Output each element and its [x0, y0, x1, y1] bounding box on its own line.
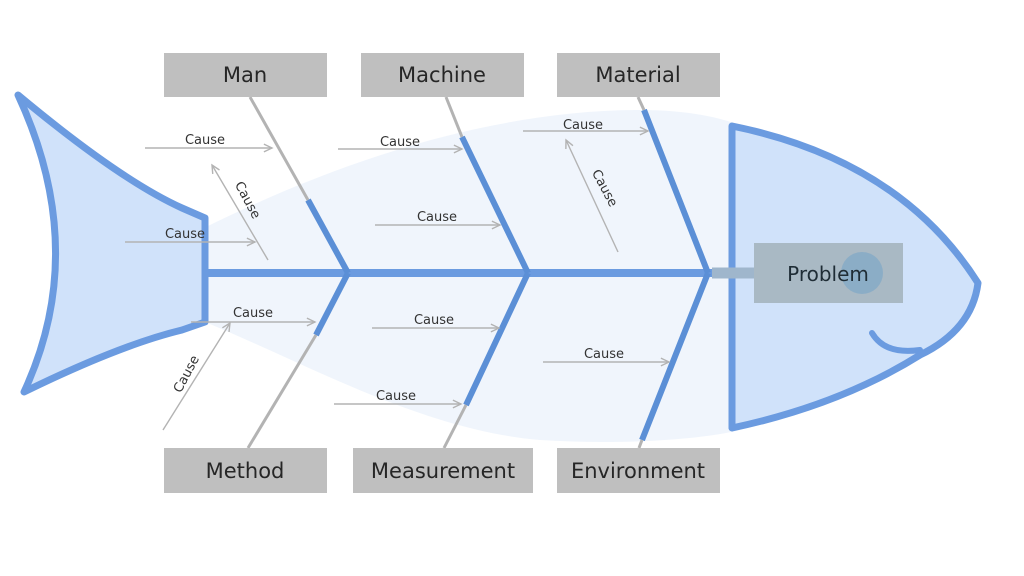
problem-label: Problem	[787, 262, 869, 286]
bone-method-grey	[246, 334, 318, 449]
bone-material-blue	[641, 108, 711, 275]
bone-machine-grey	[444, 96, 464, 138]
bone-machine-blue	[459, 135, 531, 275]
fish-gill	[869, 330, 923, 354]
category-measurement[interactable]: Measurement	[353, 448, 533, 493]
fish-tail	[14, 91, 209, 396]
arrowhead-icon	[565, 138, 574, 150]
category-label: Measurement	[371, 459, 515, 483]
bone-measurement-grey	[442, 404, 468, 449]
problem-box[interactable]: Problem	[754, 243, 903, 303]
category-environment[interactable]: Environment	[557, 448, 720, 493]
arrowhead-icon	[490, 323, 501, 333]
cursor-highlight	[841, 252, 883, 294]
arrowhead-icon	[491, 220, 502, 230]
cause-label: Cause	[414, 313, 454, 328]
category-man[interactable]: Man	[164, 53, 327, 97]
cause-arrows	[125, 126, 671, 431]
cause-label: Cause	[165, 227, 205, 242]
bone-man-blue	[305, 198, 351, 275]
arrowhead-icon	[452, 399, 463, 409]
bone-environment-blue	[639, 271, 711, 442]
cause-label: Cause	[380, 135, 420, 150]
bone-man-grey	[248, 96, 310, 201]
arrowhead-icon	[263, 143, 274, 153]
cause-arrow	[162, 322, 231, 431]
arrowhead-icon	[222, 321, 231, 333]
arrowhead-icon	[306, 317, 317, 327]
cause-label: Cause	[563, 118, 603, 133]
cause-arrow	[565, 139, 619, 253]
bone-environment-grey	[637, 439, 644, 449]
category-label: Machine	[398, 63, 486, 87]
bone-material-grey	[636, 96, 646, 111]
cause-label: Cause	[185, 133, 225, 148]
category-method[interactable]: Method	[164, 448, 327, 493]
category-label: Method	[206, 459, 285, 483]
cause-label: Cause	[584, 347, 624, 362]
arrowhead-icon	[246, 237, 257, 247]
arrowhead-icon	[660, 357, 671, 367]
category-material[interactable]: Material	[557, 53, 720, 97]
cause-label: Cause	[233, 306, 273, 321]
category-label: Man	[223, 63, 267, 87]
cause-label: Cause	[376, 389, 416, 404]
category-label: Material	[595, 63, 680, 87]
bone-method-blue	[313, 271, 351, 337]
cause-label: Cause	[417, 210, 457, 225]
arrowhead-icon	[639, 126, 650, 136]
category-label: Environment	[571, 459, 705, 483]
category-machine[interactable]: Machine	[361, 53, 524, 97]
arrowhead-icon	[211, 163, 220, 175]
bone-measurement-blue	[463, 271, 531, 407]
arrowhead-icon	[453, 144, 464, 154]
cause-arrow	[211, 164, 269, 261]
